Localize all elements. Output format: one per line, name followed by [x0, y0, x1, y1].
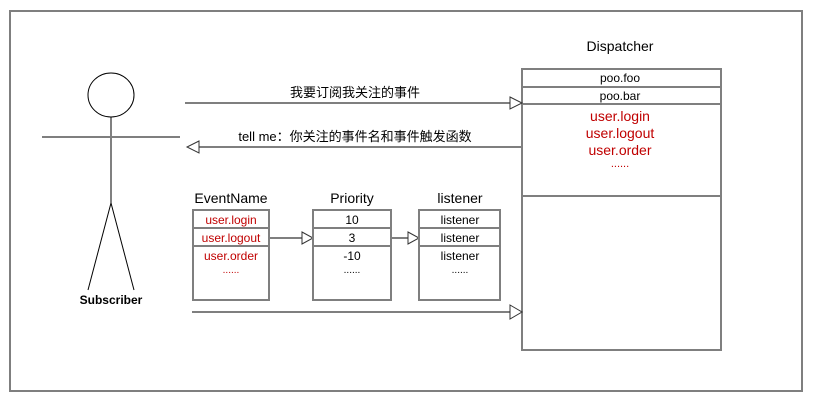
subscribe-message: 我要订阅我关注的事件 [185, 85, 524, 110]
priority-cell: -10 [343, 249, 361, 263]
arrow-head-right-icon [509, 304, 523, 320]
event-name-cell: ...... [223, 265, 240, 276]
tell-me-message-label: tell me：你关注的事件名和事件触发函数 [238, 129, 471, 144]
listener-cell: ...... [452, 265, 469, 276]
priority-table: Priority 10 3 -10 ...... [312, 190, 392, 301]
actor-left-leg [87, 202, 112, 291]
listener-cell: listener [441, 231, 480, 245]
actor-right-leg [110, 202, 135, 291]
listener-cell: listener [441, 213, 480, 227]
listener-cell: listener [441, 249, 480, 263]
dispatcher-row: poo.bar [600, 89, 641, 103]
event-name-table: EventName user.login user.logout user.or… [192, 190, 270, 301]
register-message [192, 304, 523, 320]
arrow-head-right-icon [509, 96, 524, 110]
dispatcher-row: poo.foo [600, 71, 640, 85]
arrow-head-right-icon [301, 231, 315, 245]
priority-cell: 10 [345, 213, 359, 227]
dispatcher-event: user.order [588, 142, 651, 158]
event-name-cell: user.logout [202, 231, 261, 245]
subscribe-message-label: 我要订阅我关注的事件 [290, 85, 420, 100]
event-name-cell: user.login [205, 213, 256, 227]
tell-me-message: tell me：你关注的事件名和事件触发函数 [185, 129, 522, 154]
dispatcher-box [521, 68, 722, 351]
arrow-head-left-icon [185, 140, 200, 154]
outer-frame [9, 10, 803, 392]
event-name-cell: user.order [204, 249, 258, 263]
priority-header: Priority [330, 190, 374, 206]
priority-cell: ...... [344, 265, 361, 276]
priority-cell: 3 [349, 231, 356, 245]
dispatcher-event: ...... [611, 158, 629, 170]
listener-header: listener [437, 190, 482, 206]
subscriber-actor: Subscriber [42, 72, 180, 307]
dispatcher: Dispatcher poo.foo poo.bar user.login us… [521, 38, 722, 351]
dispatcher-event: user.logout [586, 125, 655, 141]
listener-table: listener listener listener listener ....… [418, 190, 501, 301]
listener-box [418, 209, 501, 301]
event-name-box [192, 209, 270, 301]
dispatcher-title: Dispatcher [587, 38, 654, 54]
event-name-header: EventName [194, 190, 267, 206]
actor-head [87, 72, 135, 118]
actor-label: Subscriber [80, 293, 143, 307]
priority-box [312, 209, 392, 301]
arrow-head-right-icon [407, 231, 421, 245]
dispatcher-event: user.login [590, 108, 650, 124]
